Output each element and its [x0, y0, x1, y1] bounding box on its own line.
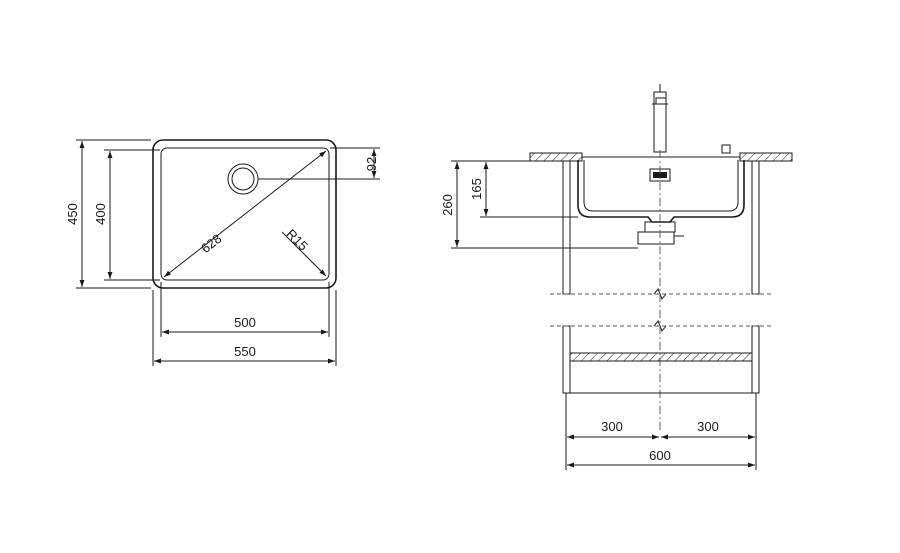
dim-300-right-label: 300 [697, 419, 719, 434]
faucet-icon [652, 84, 668, 153]
cabinet-wall-right [751, 160, 760, 295]
drain-trap-icon [637, 221, 684, 245]
countertop-right [739, 152, 793, 162]
dim-300-left-label: 300 [601, 419, 623, 434]
dim-r15-label: R15 [283, 226, 310, 253]
side-view: 260 165 300 300 600 [440, 84, 793, 470]
countertop-left [529, 152, 583, 162]
dim-500-label: 500 [234, 315, 256, 330]
drain-button-icon [721, 144, 731, 154]
dim-600-label: 600 [649, 448, 671, 463]
dim-260-label: 260 [440, 194, 455, 216]
sink-outer-outline [152, 139, 337, 289]
dim-628-label: 628 [198, 231, 224, 256]
dim-550-label: 550 [234, 344, 256, 359]
dim-400-label: 400 [93, 203, 108, 225]
cabinet-wall-left [562, 160, 571, 295]
top-view: 628 R15 450 400 92 500 550 [65, 139, 380, 366]
dim-450-label: 450 [65, 203, 80, 225]
cabinet-bottom-panel [569, 352, 753, 362]
dim-92-label: 92 [364, 157, 379, 171]
sink-bowl-outline [160, 147, 330, 281]
dim-165-label: 165 [469, 178, 484, 200]
drain-icon [227, 163, 259, 195]
